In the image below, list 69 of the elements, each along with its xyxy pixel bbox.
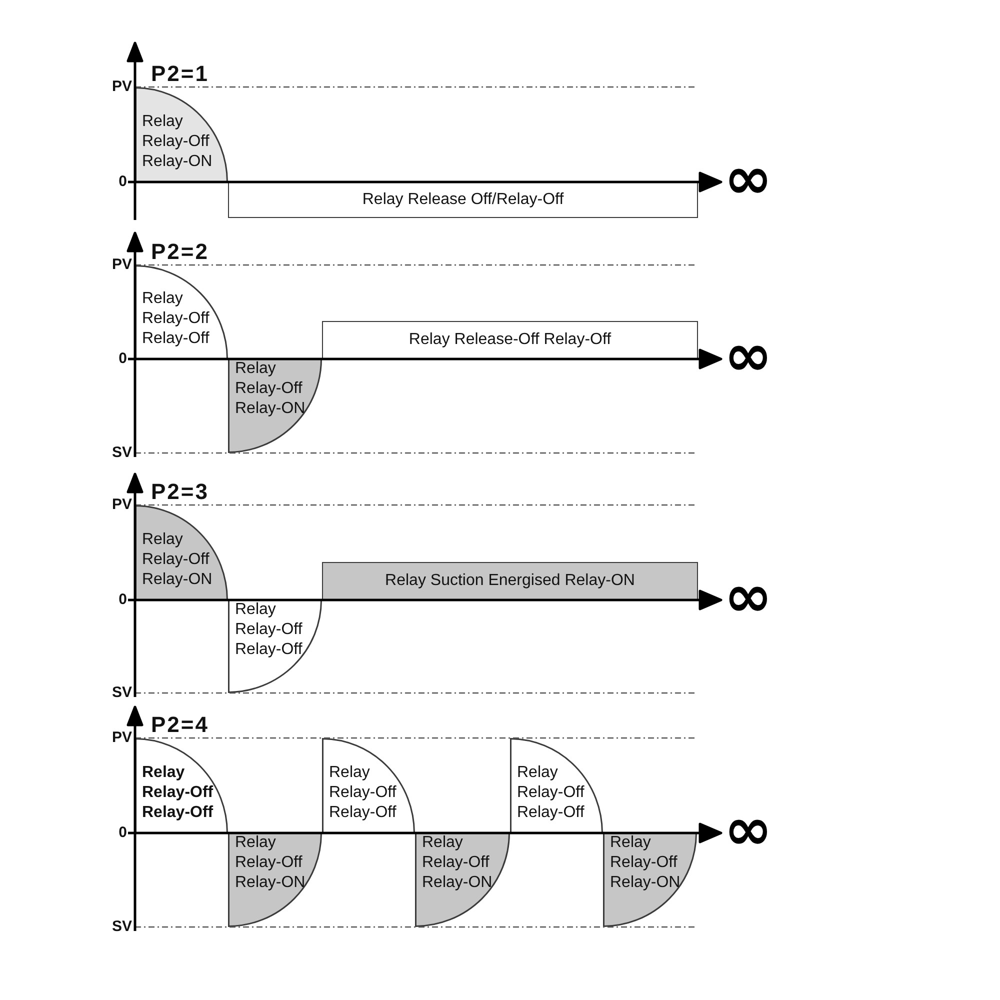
state-label: Relay-ON: [235, 399, 306, 419]
axis-value-label: 0: [118, 825, 127, 841]
state-label: Relay-ON: [142, 570, 212, 590]
state-label: Relay-Off: [142, 783, 214, 803]
quarter-wave-region: [322, 738, 415, 833]
state-label: Relay-Off: [142, 132, 210, 152]
panel-title: P2=2: [151, 241, 209, 263]
state-label: Relay-Off: [517, 783, 584, 803]
axis-end-label: ∞: [724, 567, 772, 625]
state-label: Relay-Off: [329, 803, 396, 823]
state-label: Relay-Off: [517, 803, 584, 823]
relay-state-bar: [322, 562, 698, 600]
quarter-wave-region: [135, 738, 228, 833]
state-label: Relay-Off: [142, 803, 214, 823]
state-label: Relay-Off: [142, 550, 210, 570]
state-label: Relay-Off: [422, 853, 490, 873]
axis-end-label: ∞: [724, 800, 772, 858]
state-label: Relay-ON: [610, 873, 680, 893]
quarter-wave-region: [228, 600, 322, 693]
quarter-wave-region: [603, 833, 697, 927]
axis-value-label: 0: [118, 592, 127, 608]
quarter-wave-region: [510, 738, 603, 833]
axis-value-label: PV: [112, 497, 132, 513]
state-label: Relay-Off: [235, 640, 302, 660]
state-label: Relay: [329, 763, 370, 783]
state-label: Relay: [235, 359, 276, 379]
axis-value-label: SV: [112, 445, 132, 461]
axis-end-label: ∞: [724, 149, 772, 207]
state-label: Relay-ON: [142, 152, 212, 172]
state-label: Relay Release-Off Relay-Off: [408, 330, 612, 350]
state-label: Relay Release Off/Relay-Off: [362, 190, 564, 210]
state-label: Relay-Off: [329, 783, 396, 803]
quarter-wave-region: [415, 833, 510, 927]
axis-value-label: PV: [112, 79, 132, 95]
axis-value-label: 0: [118, 351, 127, 367]
panel-title: P2=4: [151, 714, 209, 736]
state-label: Relay-Off: [235, 379, 302, 399]
state-label: Relay-ON: [235, 873, 306, 893]
state-label: Relay: [235, 833, 276, 853]
state-label: Relay: [142, 289, 183, 309]
relay-state-bar: [228, 182, 698, 218]
axis-value-label: PV: [112, 730, 132, 746]
axis-value-label: SV: [112, 919, 132, 935]
panel-title: P2=3: [151, 481, 209, 503]
axis-value-label: PV: [112, 257, 132, 273]
quarter-wave-region: [228, 833, 322, 927]
axis-end-label: ∞: [724, 326, 772, 384]
state-label: Relay: [422, 833, 463, 853]
state-label: Relay: [235, 600, 276, 620]
state-label: Relay-Off: [235, 620, 302, 640]
state-label: Relay-ON: [422, 873, 492, 893]
quarter-wave-region: [135, 505, 228, 600]
relay-state-bar: [322, 321, 698, 359]
panel-title: P2=1: [151, 63, 209, 85]
state-label: Relay-Off: [610, 853, 678, 873]
quarter-wave-region: [135, 87, 228, 182]
state-label: Relay: [142, 530, 183, 550]
state-label: Relay-Off: [142, 329, 210, 349]
state-label: Relay Suction Energised Relay-ON: [385, 571, 635, 591]
state-label: Relay-Off: [142, 309, 210, 329]
state-label: Relay: [517, 763, 558, 783]
state-label: Relay-Off: [235, 853, 302, 873]
state-label: Relay: [610, 833, 651, 853]
axis-value-label: SV: [112, 685, 132, 701]
quarter-wave-region: [135, 265, 228, 359]
axis-value-label: 0: [118, 174, 127, 190]
state-label: Relay: [142, 763, 185, 783]
state-label: Relay: [142, 112, 183, 132]
quarter-wave-region: [228, 359, 322, 453]
